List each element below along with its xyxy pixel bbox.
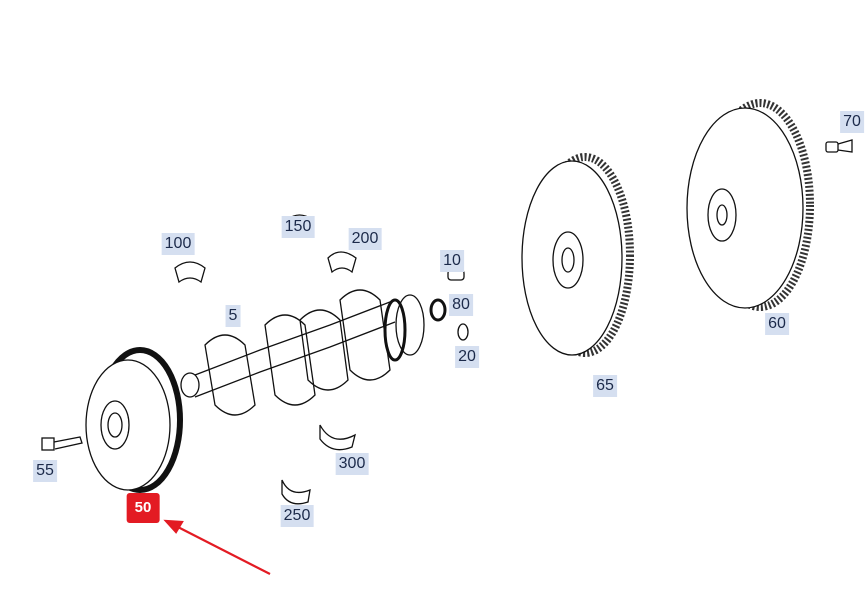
part-label-250[interactable]: 250 <box>280 505 314 527</box>
part-label-10[interactable]: 10 <box>440 250 464 272</box>
flywheel-60 <box>686 99 814 311</box>
part-label-55[interactable]: 55 <box>33 460 57 482</box>
bolt-70 <box>825 139 853 153</box>
bolt-55 <box>41 436 83 451</box>
crankshaft <box>180 289 425 416</box>
part-label-150[interactable]: 150 <box>281 216 315 238</box>
bearing-shells <box>174 214 357 505</box>
part-label-300[interactable]: 300 <box>335 453 369 475</box>
part-label-65[interactable]: 65 <box>593 375 617 397</box>
damper-pulley <box>85 347 183 493</box>
selected-part-label-50[interactable]: 50 <box>126 493 160 523</box>
part-label-20[interactable]: 20 <box>455 346 479 368</box>
pointer-arrow <box>163 519 271 575</box>
part-label-70[interactable]: 70 <box>840 111 864 133</box>
part-label-80[interactable]: 80 <box>449 294 473 316</box>
part-label-5[interactable]: 5 <box>225 305 241 327</box>
flywheel-65 <box>521 153 634 357</box>
part-label-200[interactable]: 200 <box>348 228 382 250</box>
part-label-60[interactable]: 60 <box>765 313 789 335</box>
part-label-100[interactable]: 100 <box>161 233 195 255</box>
